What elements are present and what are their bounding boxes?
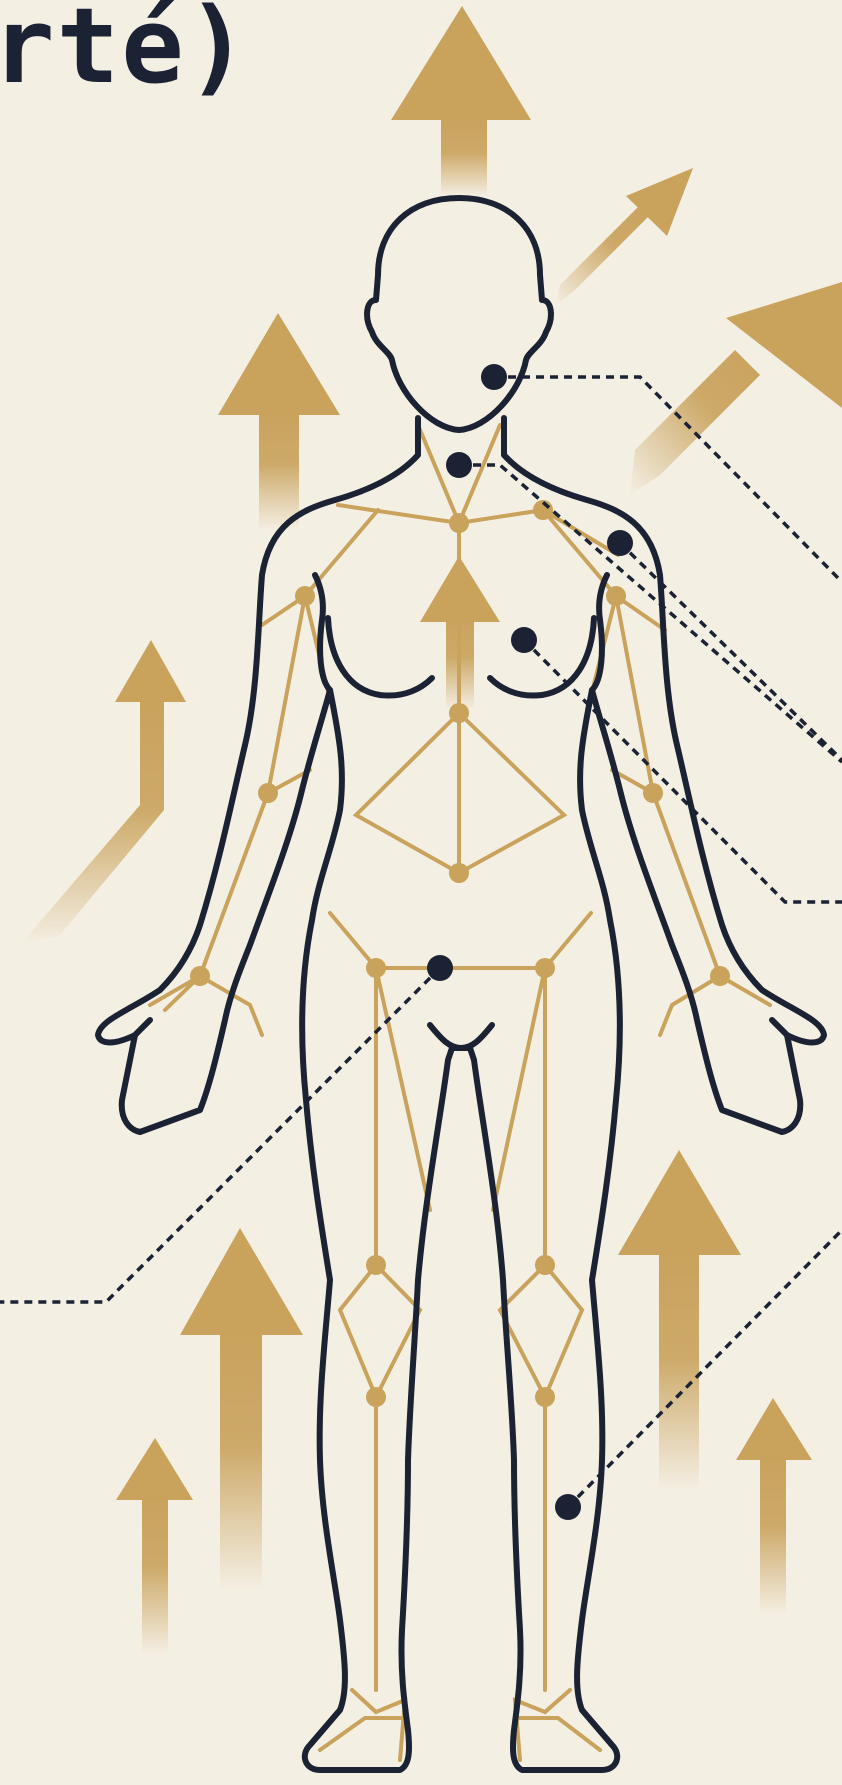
leader-jaw xyxy=(494,377,842,582)
point-chest xyxy=(511,627,537,653)
crotch-outline xyxy=(430,1025,492,1048)
point-jaw xyxy=(481,364,507,390)
leader-shoulder xyxy=(620,543,842,760)
point-shoulder xyxy=(607,530,633,556)
leader-shin xyxy=(568,1230,842,1507)
leader-throat xyxy=(459,465,842,762)
arrow-up-icon xyxy=(736,1398,812,1615)
growth-arrows xyxy=(20,6,842,1655)
arrow-diagonal-icon xyxy=(556,168,693,305)
right-breast-outline xyxy=(490,618,594,696)
left-breast-outline xyxy=(328,618,432,696)
arrow-diagonal-icon xyxy=(630,282,842,495)
arrow-up-icon xyxy=(180,1228,303,1590)
point-shin xyxy=(555,1494,581,1520)
arrow-up-icon xyxy=(391,6,531,196)
arrow-step-icon xyxy=(20,640,186,945)
point-throat xyxy=(446,452,472,478)
arrow-up-icon xyxy=(618,1150,741,1490)
annotation-leaders xyxy=(0,377,842,1507)
arrow-up-icon xyxy=(116,1438,193,1655)
arrow-up-icon xyxy=(218,313,340,530)
head-outline xyxy=(367,198,551,430)
point-abdomen xyxy=(427,955,453,981)
